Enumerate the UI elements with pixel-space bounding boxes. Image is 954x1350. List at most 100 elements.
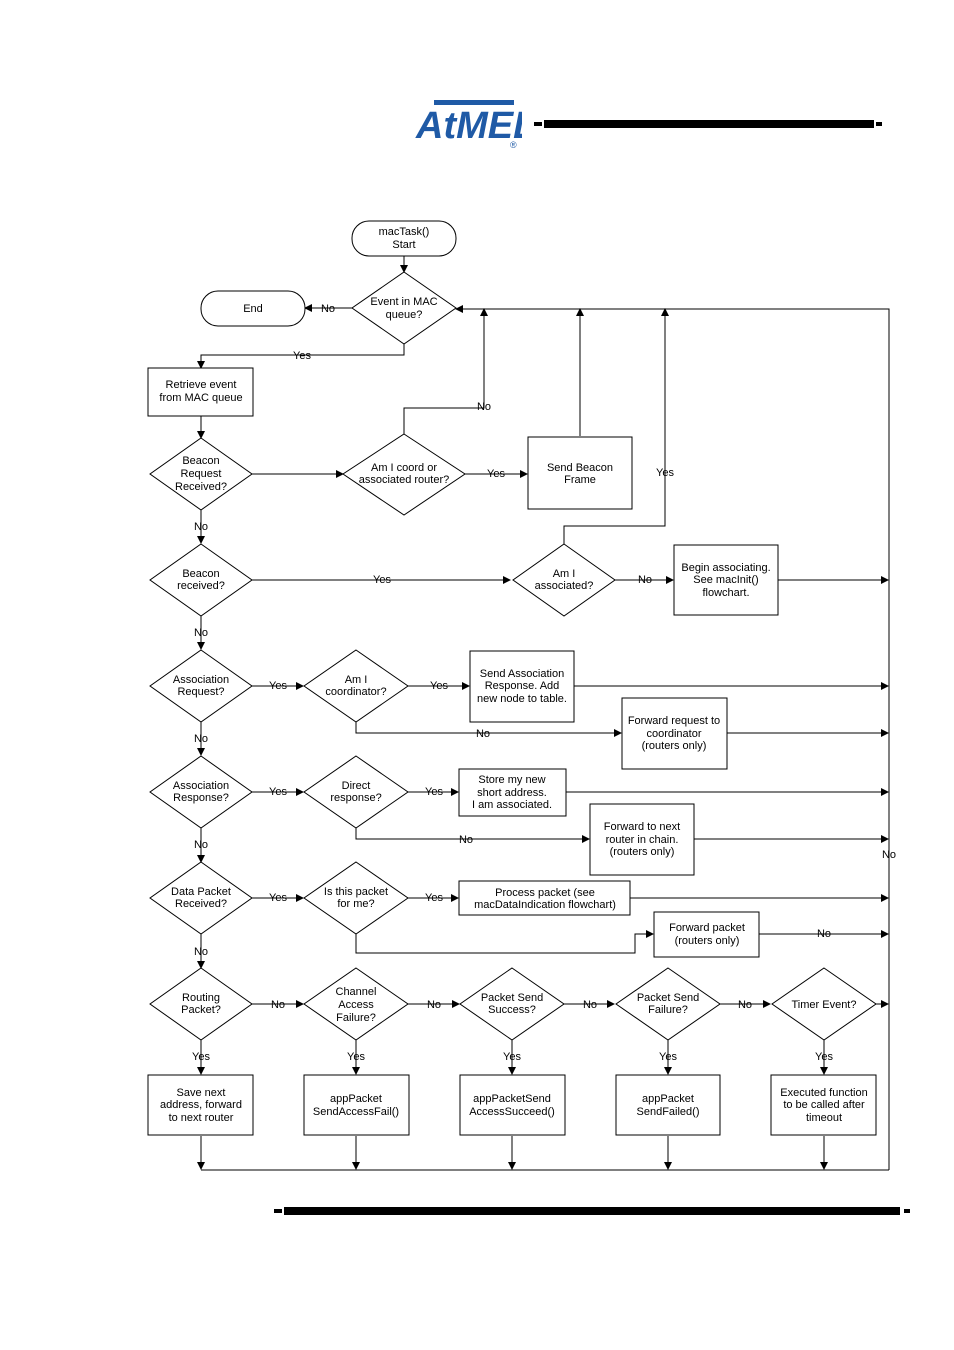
decision-routing-packet: Routing Packet? [149,967,253,1041]
process-app-send-access-succeed-text: appPacketSend [473,1093,551,1105]
process-begin-associating-text: See macInit() [693,574,758,586]
process-store-short-address-text: Store my new [478,774,545,786]
decision-association-response-text: Response? [173,792,229,804]
decision-am-i-coordinator-text: coordinator? [325,686,386,698]
process-begin-associating-text: Begin associating. [681,562,770,574]
label-no-send-success: No [583,999,597,1011]
decision-packet-send-success-text: Packet Send [481,992,543,1004]
process-save-next-address-text: to next router [169,1112,234,1124]
decision-beacon-request-text: Beacon [182,455,219,467]
process-app-send-access-fail: appPacket SendAccessFail() [303,1074,410,1136]
process-app-send-failed-text: appPacket [642,1093,694,1105]
footer-rule [274,1207,910,1215]
decision-event-in-queue-text: queue? [386,309,423,321]
label-yes-timer: Yes [815,1051,833,1063]
decision-packet-send-failure-text: Packet Send [637,992,699,1004]
decision-am-i-coord-or-router-text: Am I coord or [371,462,437,474]
process-forward-packet: Forward packet (routers only) [653,911,760,958]
label-yes-send-success: Yes [503,1051,521,1063]
decision-association-request: Association Request? [149,649,253,723]
decision-event-in-queue-text: Event in MAC [370,296,437,308]
decision-am-i-associated-text: Am I [553,568,576,580]
label-yes-for-me: Yes [425,892,443,904]
end-label: End [243,303,263,315]
decision-timer-event: Timer Event? [771,967,877,1041]
label-no-beacon-received: No [194,627,208,639]
label-no-forward-packet: No [817,928,831,940]
label-no-right-rail: No [882,849,896,861]
process-executed-function-text: Executed function [780,1087,867,1099]
process-forward-request: Forward request to coordinator (routers … [621,697,728,770]
process-forward-packet-text: (routers only) [675,935,740,947]
decision-association-response: Association Response? [149,755,253,829]
label-yes-channel: Yes [347,1051,365,1063]
decision-am-i-associated-text: associated? [535,580,594,592]
label-no-coord: No [477,401,491,413]
decision-beacon-request: Beacon Request Received? [149,437,253,511]
process-process-packet-text: Process packet (see [495,887,595,899]
label-yes-beacon-received: Yes [373,574,391,586]
process-send-association-response-text: Send Association [480,668,564,680]
process-app-send-failed-text: SendFailed() [637,1106,700,1118]
decision-channel-access-failure: Channel Access Failure? [303,967,409,1041]
atmel-logo: AtMEL ® [415,100,522,150]
process-forward-next-router-text: router in chain. [606,834,679,846]
process-executed-function: Executed function to be called after tim… [770,1074,877,1136]
decision-is-packet-for-me: Is this packet for me? [303,861,409,935]
label-yes-data-packet: Yes [269,892,287,904]
decision-am-i-coord-or-router: Am I coord or associated router? [342,433,466,516]
process-executed-function-text: timeout [806,1112,842,1124]
decision-direct-response-text: response? [330,792,381,804]
process-app-send-access-succeed-text: AccessSucceed() [469,1106,555,1118]
label-yes-send-beacon: Yes [487,468,505,480]
decision-packet-send-success-text: Success? [488,1004,536,1016]
decision-am-i-associated: Am I associated? [512,543,616,617]
end-terminal: End [200,290,306,327]
label-yes-assoc-response: Yes [269,786,287,798]
process-app-send-failed: appPacket SendFailed() [615,1074,721,1136]
label-no-assoc-request: No [194,733,208,745]
label-no-associated: No [638,574,652,586]
decision-timer-event-text: Timer Event? [791,999,856,1011]
process-store-short-address-text: I am associated. [472,799,552,811]
label-yes-direct: Yes [425,786,443,798]
svg-text:®: ® [510,140,517,150]
process-send-beacon-text: Send Beacon [547,462,613,474]
process-save-next-address: Save next address, forward to next route… [147,1074,254,1136]
process-retrieve-event-text: from MAC queue [159,392,242,404]
process-executed-function-text: to be called after [783,1099,865,1111]
decision-direct-response: Direct response? [303,755,409,829]
label-no-end: No [321,303,335,315]
label-yes-associated-loop: Yes [656,467,674,479]
process-forward-request-text: (routers only) [642,740,707,752]
decision-event-in-queue: Event in MAC queue? [351,271,457,345]
decision-routing-packet-text: Routing [182,992,220,1004]
process-app-send-access-fail-text: appPacket [330,1093,382,1105]
process-save-next-address-text: address, forward [160,1099,242,1111]
process-save-next-address-text: Save next [177,1087,226,1099]
decision-association-request-text: Association [173,674,229,686]
label-yes-retrieve: Yes [293,350,311,362]
label-yes-assoc-request: Yes [269,680,287,692]
process-begin-associating-text: flowchart. [702,587,749,599]
start-terminal: macTask() Start [351,220,457,257]
decision-packet-send-success: Packet Send Success? [459,967,565,1041]
decision-channel-access-failure-text: Failure? [336,1012,376,1024]
process-store-short-address: Store my new short address. I am associa… [458,768,567,817]
process-forward-request-text: coordinator [646,728,701,740]
decision-association-response-text: Association [173,780,229,792]
decision-data-packet-received-text: Received? [175,898,227,910]
process-send-beacon: Send Beacon Frame [527,436,633,510]
decision-packet-send-failure: Packet Send Failure? [615,967,721,1041]
process-begin-associating: Begin associating. See macInit() flowcha… [673,544,779,616]
process-app-send-access-succeed: appPacketSend AccessSucceed() [459,1074,566,1136]
label-no-assoc-response: No [194,839,208,851]
label-yes-routing: Yes [192,1051,210,1063]
process-send-association-response: Send Association Response. Add new node … [469,650,575,723]
decision-am-i-coordinator: Am I coordinator? [303,649,409,723]
process-process-packet-text: macDataIndication flowchart) [474,899,616,911]
process-app-send-access-fail-text: SendAccessFail() [313,1106,399,1118]
header-rule [534,120,882,128]
decision-beacon-received-text: received? [177,580,225,592]
